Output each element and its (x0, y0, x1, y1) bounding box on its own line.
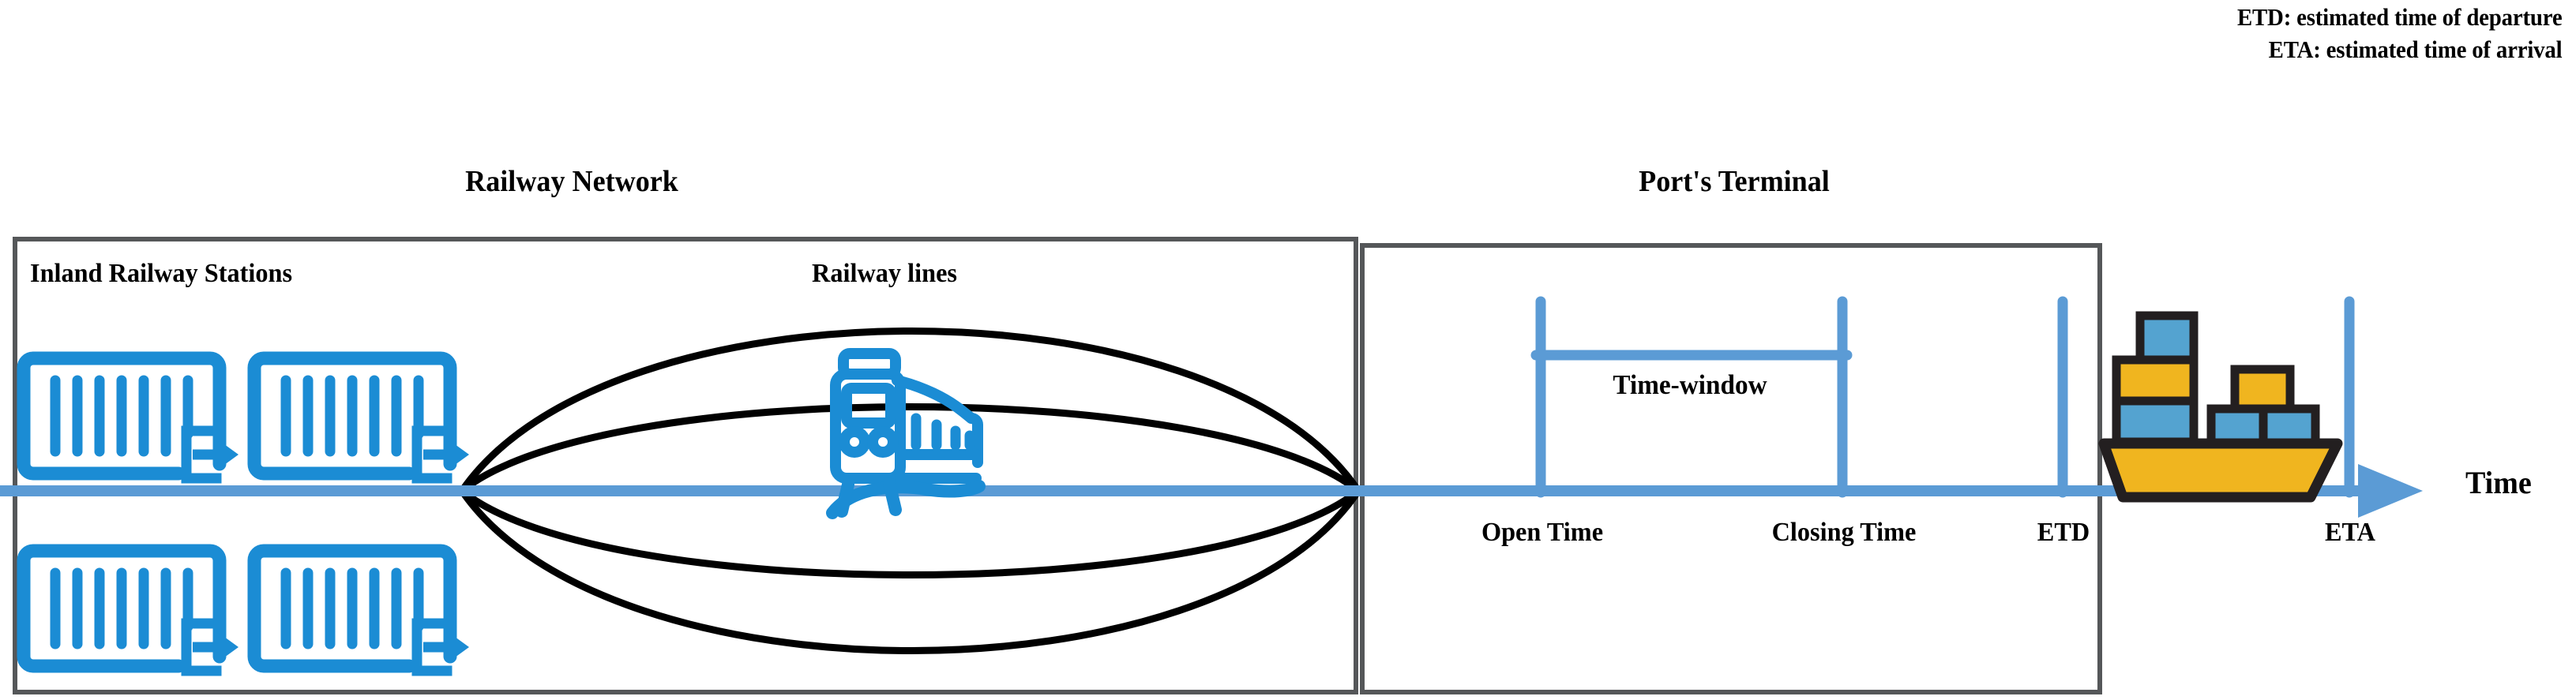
arrow-right-icon (2358, 464, 2423, 518)
panel-railway-network (13, 237, 1358, 694)
tick-caption-etd: ETD (2037, 518, 2090, 547)
label-inland-railway-stations: Inland Railway Stations (30, 259, 293, 288)
timeline-ticks-group (1530, 296, 2355, 498)
railway-line-4 (458, 487, 1362, 578)
section-title-railway-network: Railway Network (465, 165, 678, 198)
tick-caption-eta: ETA (2324, 518, 2376, 547)
legend: ETD: estimated time of departure ETA: es… (2213, 2, 2563, 66)
container-ship-icon (2104, 316, 2338, 497)
railway-line-2 (458, 403, 1362, 495)
timeline-axis-group (0, 464, 2423, 518)
railway-line-1 (458, 328, 1362, 495)
tick-caption-closing-time: Closing Time (1771, 518, 1917, 547)
panel-ports-terminal (1360, 243, 2102, 694)
legend-line-eta: ETA: estimated time of arrival (2268, 35, 2562, 63)
tick-caption-open-time: Open Time (1481, 518, 1604, 547)
legend-line-etd: ETD: estimated time of departure (2236, 3, 2563, 31)
label-time-window: Time-window (1613, 369, 1767, 400)
section-title-ports-terminal: Port's Terminal (1639, 165, 1830, 198)
label-railway-lines: Railway lines (812, 259, 957, 288)
railway-line-5 (458, 487, 1362, 654)
axis-label-time: Time (2465, 465, 2532, 500)
